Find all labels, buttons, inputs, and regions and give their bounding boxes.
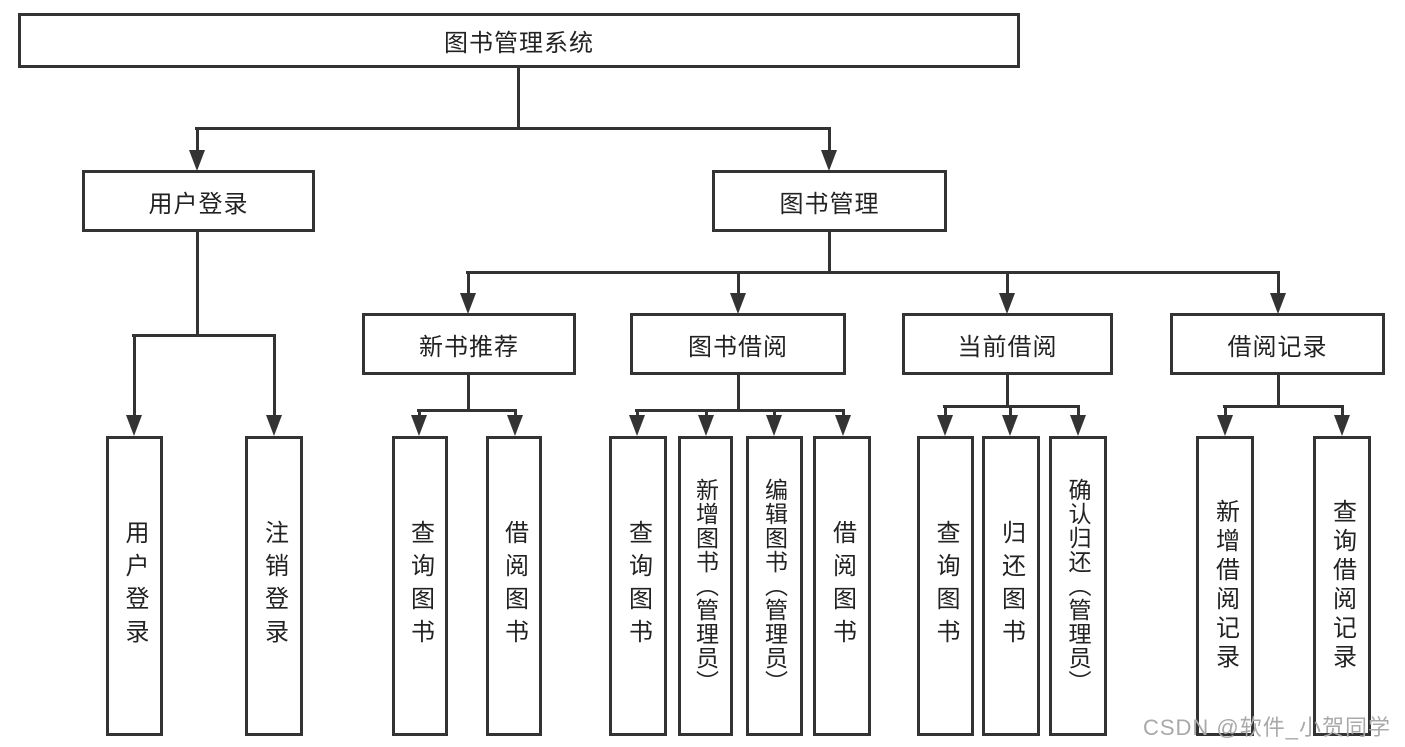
leaf-label: 查询借阅记录 bbox=[1328, 499, 1356, 673]
leaf-query-books-3: 查询图书 bbox=[917, 436, 974, 736]
node-label: 新书推荐 bbox=[419, 333, 519, 361]
leaf-label: 查询图书 bbox=[932, 520, 959, 652]
leaf-label: 新增借阅记录 bbox=[1211, 499, 1239, 673]
connector-new-book-stem bbox=[466, 375, 470, 411]
node-book-management: 图书管理 bbox=[712, 170, 947, 232]
connector-book-management-bar bbox=[466, 271, 1280, 274]
leaf-label: 查询图书 bbox=[624, 520, 652, 652]
leaf-confirm-return-admin: 确认归还（管理员） bbox=[1049, 436, 1107, 736]
connector-new-book-bar bbox=[417, 409, 517, 412]
leaf-label: 查询图书 bbox=[406, 520, 434, 652]
connector-borrowing-records-stem bbox=[1276, 375, 1280, 407]
node-borrowing-records: 借阅记录 bbox=[1170, 313, 1385, 375]
leaf-label: 借阅图书 bbox=[828, 520, 856, 652]
node-label: 图书管理系统 bbox=[444, 30, 594, 57]
node-current-borrowing: 当前借阅 bbox=[902, 313, 1113, 375]
connector-user-login-bar bbox=[132, 334, 276, 337]
connector-arrow-add-borrow-record bbox=[1217, 405, 1233, 436]
leaf-label: 注销登录 bbox=[260, 520, 288, 652]
connector-arrow-book-borrowing bbox=[730, 271, 746, 314]
connector-arrow-edit-book bbox=[766, 409, 782, 436]
node-label: 图书借阅 bbox=[688, 333, 788, 361]
connector-arrow-return-books bbox=[1002, 405, 1018, 436]
watermark-text: CSDN @软件_小贺同学 bbox=[1142, 715, 1391, 740]
connector-arrow-query-books-2 bbox=[629, 409, 645, 436]
leaf-label: 编辑图书（管理员） bbox=[761, 478, 788, 694]
leaf-query-borrow-record: 查询借阅记录 bbox=[1313, 436, 1371, 736]
leaf-user-login: 用户登录 bbox=[106, 436, 163, 736]
leaf-label: 新增图书（管理员） bbox=[692, 478, 719, 694]
node-new-book-recommendation: 新书推荐 bbox=[362, 313, 576, 375]
node-label: 当前借阅 bbox=[957, 333, 1058, 361]
leaf-logout: 注销登录 bbox=[245, 436, 303, 736]
connector-arrow-user-login bbox=[189, 127, 205, 171]
connector-arrow-query-books-1 bbox=[411, 409, 427, 436]
connector-current-borrowing-bar bbox=[943, 405, 1080, 408]
connector-current-borrowing-stem bbox=[1005, 375, 1009, 407]
connector-arrow-query-books-3 bbox=[937, 405, 953, 436]
connector-root-stem bbox=[516, 68, 520, 129]
connector-arrow-borrowing-records bbox=[1270, 271, 1286, 314]
leaf-label: 归还图书 bbox=[997, 520, 1025, 652]
connector-arrow-add-book bbox=[698, 409, 714, 436]
leaf-borrow-books-1: 借阅图书 bbox=[486, 436, 542, 736]
leaf-borrow-books-2: 借阅图书 bbox=[813, 436, 871, 736]
node-label: 用户登录 bbox=[148, 190, 249, 218]
connector-arrow-book-management bbox=[821, 127, 837, 171]
connector-arrow-current-borrowing bbox=[999, 271, 1015, 314]
connector-borrowing-records-bar bbox=[1223, 405, 1344, 408]
node-book-borrowing: 图书借阅 bbox=[630, 313, 846, 375]
connector-book-borrowing-bar bbox=[635, 409, 845, 412]
node-user-login: 用户登录 bbox=[82, 170, 315, 232]
connector-book-management-stem bbox=[827, 232, 831, 273]
leaf-add-book-admin: 新增图书（管理员） bbox=[678, 436, 733, 736]
node-book-management-system: 图书管理系统 bbox=[18, 13, 1020, 68]
connector-arrow-query-borrow-record bbox=[1334, 405, 1350, 436]
node-label: 图书管理 bbox=[779, 190, 880, 218]
leaf-edit-book-admin: 编辑图书（管理员） bbox=[746, 436, 803, 736]
connector-arrow-confirm-return bbox=[1070, 405, 1086, 436]
leaf-label: 用户登录 bbox=[121, 520, 148, 652]
connector-book-borrowing-stem bbox=[736, 375, 740, 411]
leaf-add-borrow-record: 新增借阅记录 bbox=[1196, 436, 1254, 736]
connector-arrow-new-book-recommendation bbox=[460, 271, 476, 314]
connector-arrow-borrow-books-2 bbox=[835, 409, 851, 436]
node-label: 借阅记录 bbox=[1227, 333, 1328, 361]
connector-root-bar bbox=[195, 127, 831, 130]
leaf-query-books-2: 查询图书 bbox=[609, 436, 667, 736]
leaf-return-books: 归还图书 bbox=[982, 436, 1040, 736]
connector-arrow-borrow-books-1 bbox=[507, 409, 523, 436]
leaf-label: 借阅图书 bbox=[500, 520, 528, 652]
connector-arrow-leaf-user-login bbox=[126, 334, 142, 436]
connector-arrow-leaf-logout bbox=[266, 334, 282, 436]
connector-user-login-stem bbox=[195, 232, 199, 336]
leaf-label: 确认归还（管理员） bbox=[1065, 478, 1091, 694]
leaf-query-books-1: 查询图书 bbox=[392, 436, 448, 736]
